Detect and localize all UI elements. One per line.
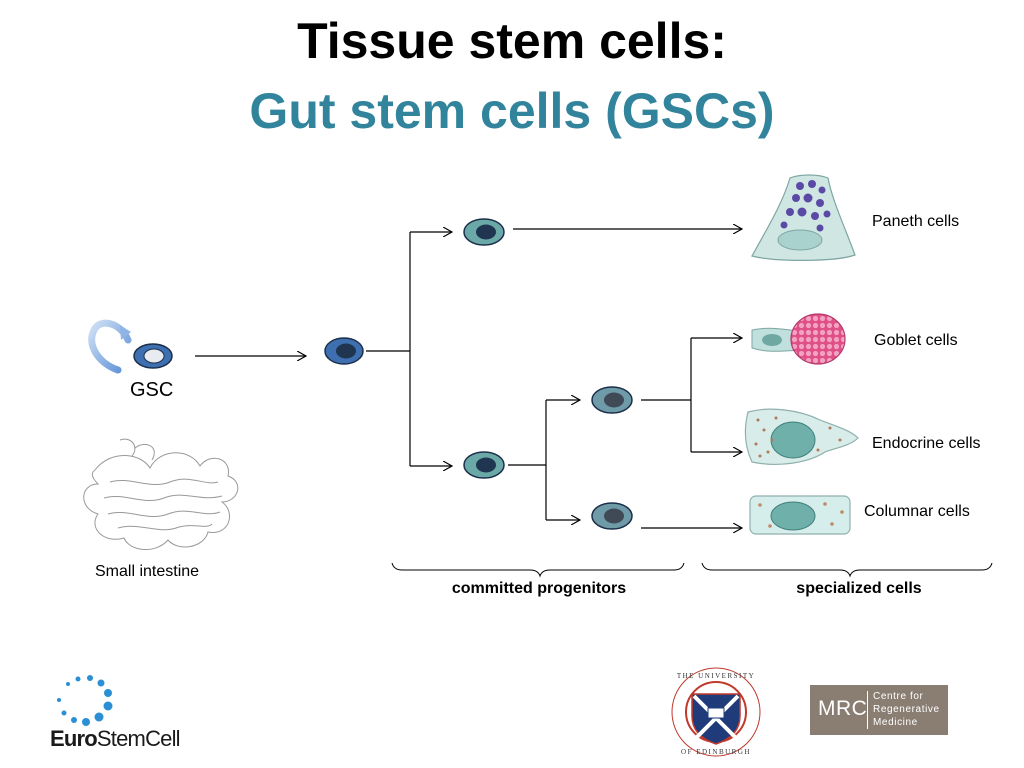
slide-subtitle: Gut stem cells (GSCs) <box>249 83 775 139</box>
secretory-progenitor-cell-icon <box>463 451 505 479</box>
columnar-cell-icon <box>749 495 851 535</box>
mrc-abbr: MRC <box>818 697 868 720</box>
early-progenitor-cell-icon <box>324 337 364 365</box>
specialized-cells-label: specialized cells <box>796 580 922 597</box>
endocrine-cells-label: Endocrine cells <box>872 435 981 452</box>
svg-text:THE UNIVERSITY: THE UNIVERSITY <box>677 672 755 680</box>
slide-title: Tissue stem cells: <box>297 13 727 69</box>
paneth-cell-icon <box>751 174 856 261</box>
svg-text:OF EDINBURGH: OF EDINBURGH <box>681 748 751 756</box>
goblet-endocrine-progenitor-cell-icon <box>591 386 633 414</box>
goblet-cells-label: Goblet cells <box>874 332 958 349</box>
eurostemcell-logo: EuroStemCell <box>50 726 181 751</box>
paneth-cells-label: Paneth cells <box>872 213 960 230</box>
eurostemcell-dots-icon <box>57 675 113 726</box>
gsc-label: GSC <box>130 379 174 401</box>
goblet-cell-icon <box>751 313 846 365</box>
mrc-centre-name: Centre for Regenerative Medicine <box>873 691 940 728</box>
mrc-divider <box>867 691 868 729</box>
small-intestine-label: Small intestine <box>95 563 200 580</box>
paneth-progenitor-cell-icon <box>463 218 505 246</box>
specialized-brace <box>701 562 993 578</box>
progenitors-brace <box>391 562 685 578</box>
self-renewal-arrow-icon <box>88 319 132 374</box>
columnar-progenitor-cell-icon <box>591 502 633 530</box>
small-intestine-icon <box>83 438 239 550</box>
university-of-edinburgh-logo: THE UNIVERSITY OF EDINBURGH <box>671 667 761 757</box>
gsc-cell-icon <box>133 343 173 369</box>
branch-lines <box>366 229 742 528</box>
endocrine-cell-icon <box>744 408 859 465</box>
committed-progenitors-label: committed progenitors <box>451 580 627 597</box>
mrc-logo: MRC Centre for Regenerative Medicine <box>810 685 948 735</box>
columnar-cells-label: Columnar cells <box>864 503 970 520</box>
